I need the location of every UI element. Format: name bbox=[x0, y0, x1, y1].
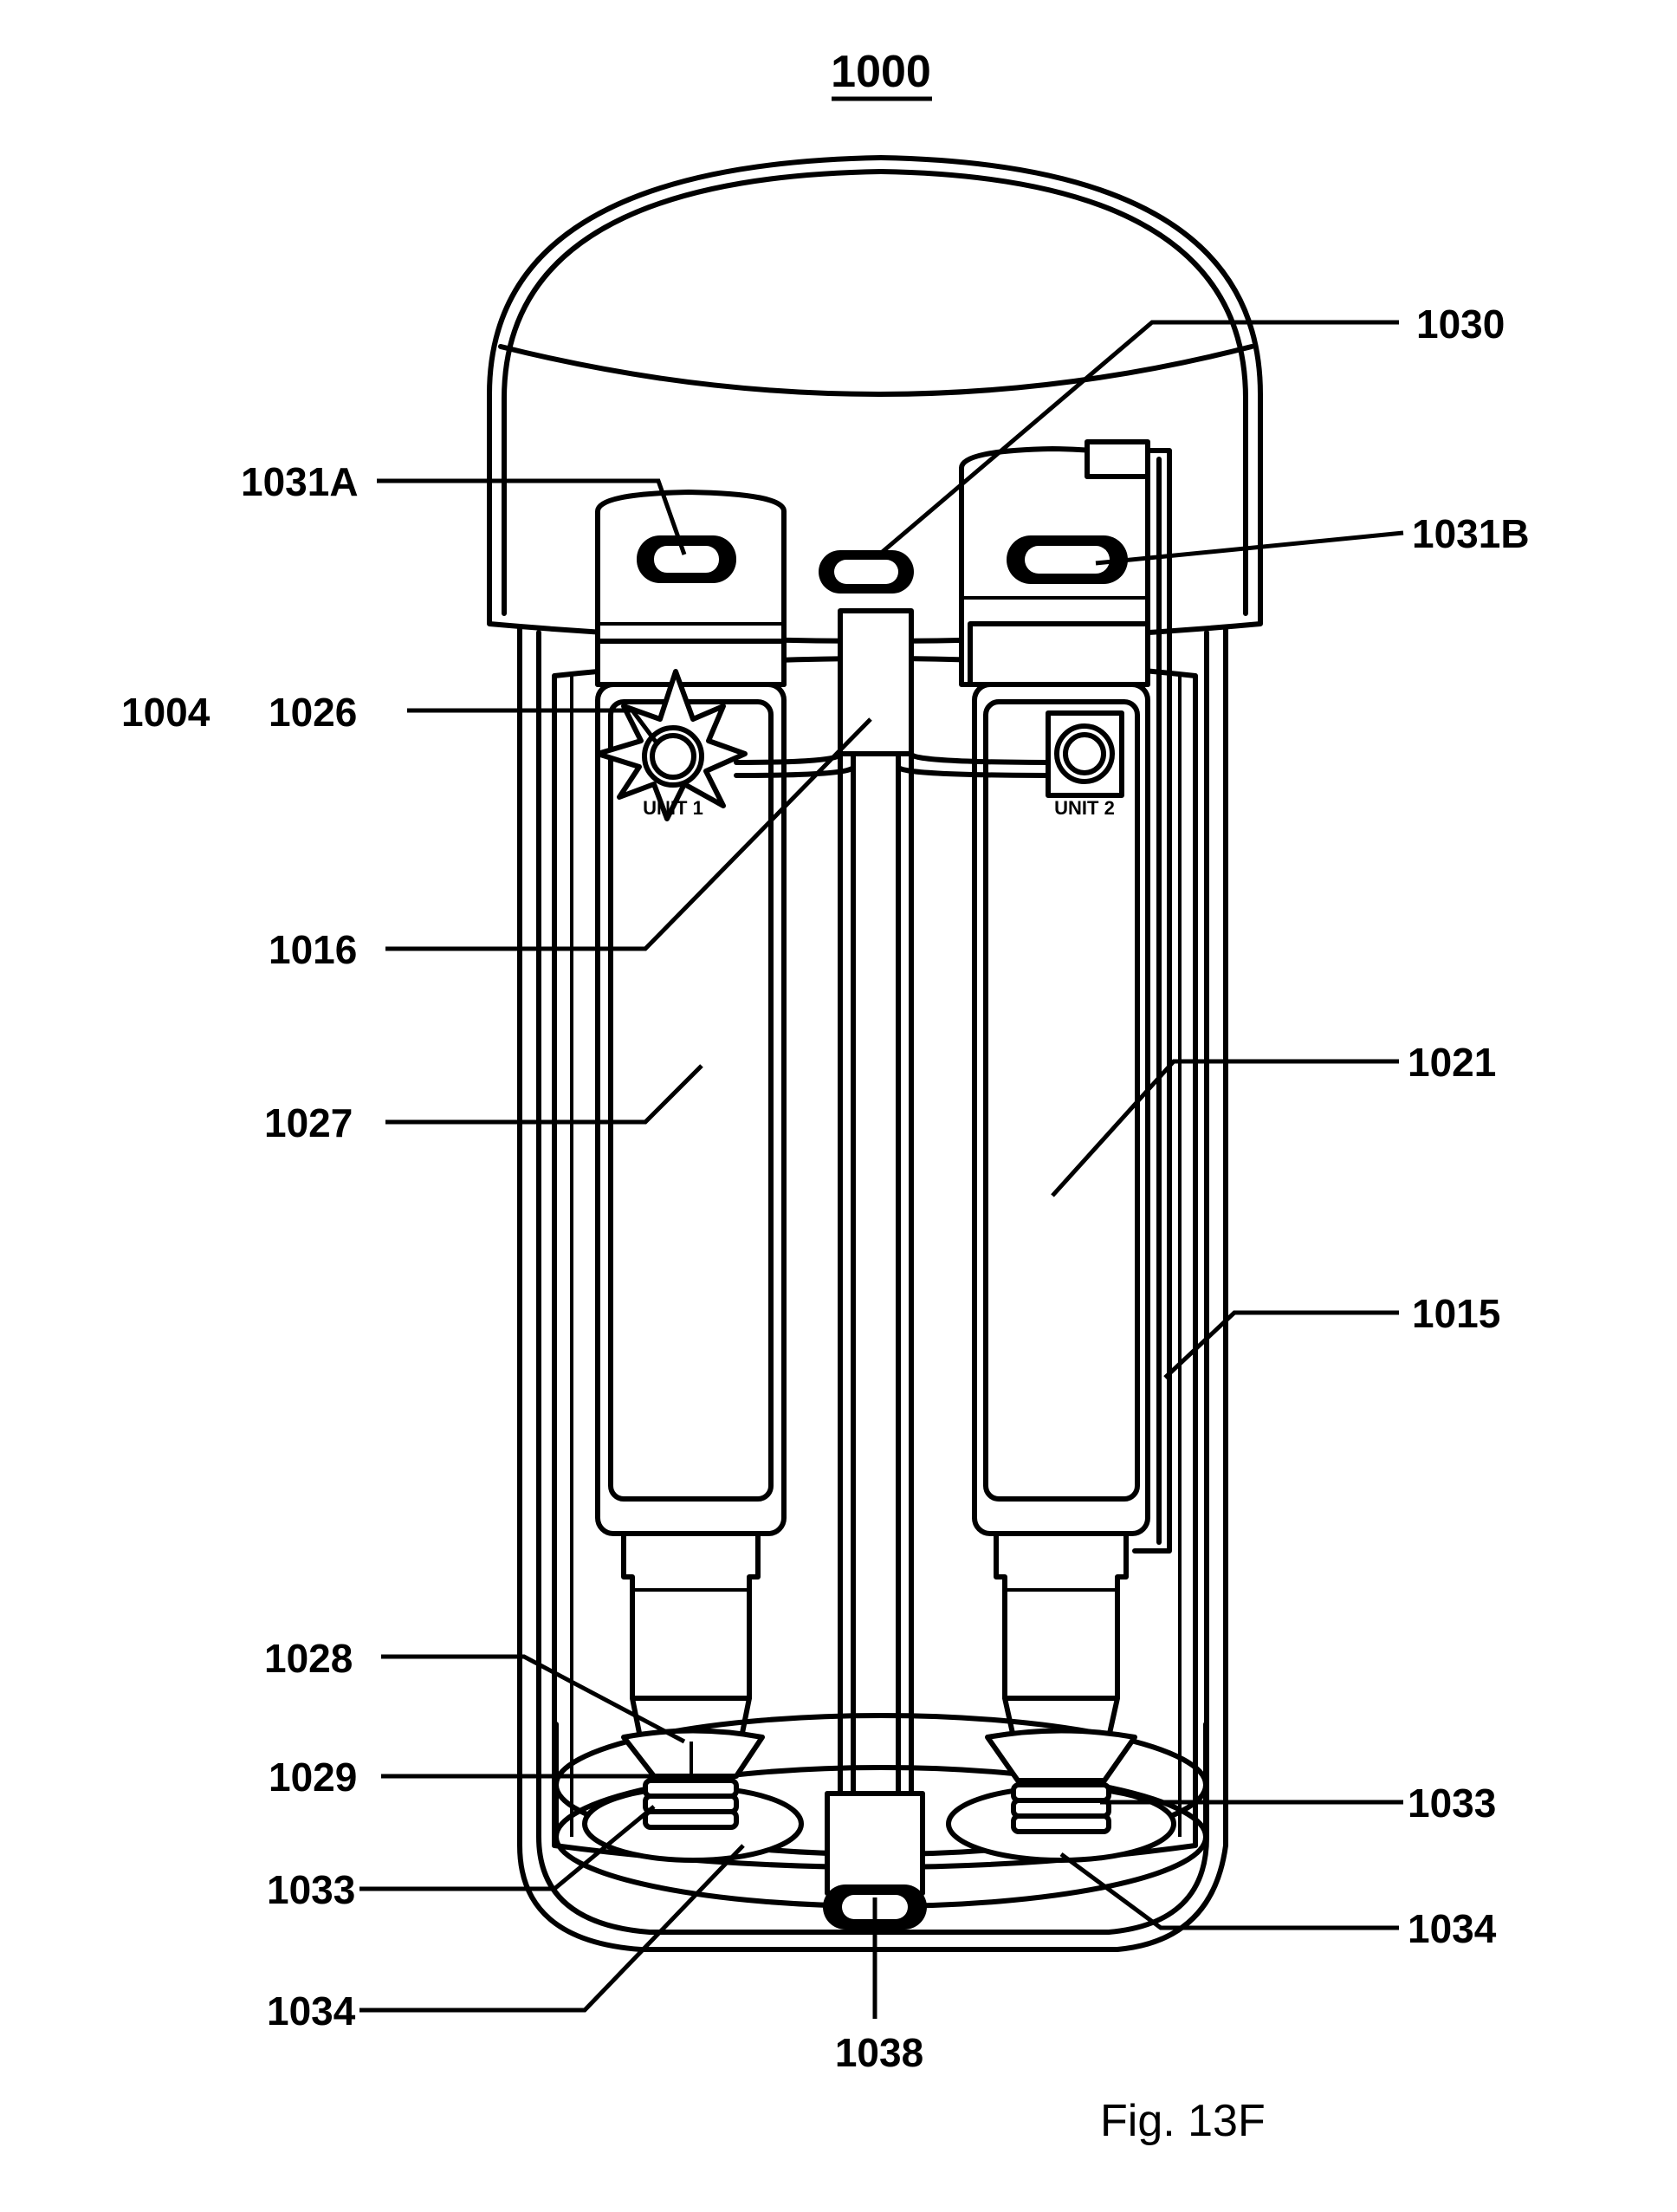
unit1-label: UNIT 1 bbox=[643, 797, 703, 819]
ref-1031b: 1031B bbox=[1412, 511, 1530, 556]
ref-1029: 1029 bbox=[269, 1755, 357, 1800]
button-1031a bbox=[637, 535, 736, 583]
left-injector-unit bbox=[598, 492, 784, 1768]
figure-caption: Fig. 13F bbox=[1100, 2096, 1266, 2146]
ref-1033-left: 1033 bbox=[267, 1867, 355, 1912]
ref-1027: 1027 bbox=[264, 1100, 353, 1145]
ref-1026: 1026 bbox=[269, 690, 357, 735]
ref-1004: 1004 bbox=[121, 690, 210, 735]
ref-1033-right: 1033 bbox=[1408, 1781, 1496, 1826]
ref-1038: 1038 bbox=[835, 2030, 923, 2075]
ref-1030: 1030 bbox=[1416, 302, 1505, 347]
ref-1016: 1016 bbox=[269, 927, 357, 972]
ref-1021: 1021 bbox=[1408, 1040, 1496, 1085]
ref-1034-right: 1034 bbox=[1408, 1906, 1497, 1951]
ref-1034-left: 1034 bbox=[267, 1988, 356, 2034]
unit2-label: UNIT 2 bbox=[1054, 797, 1115, 819]
button-1030 bbox=[819, 550, 914, 594]
unit2-indicator: UNIT 2 bbox=[1048, 713, 1122, 819]
ref-1028: 1028 bbox=[264, 1636, 353, 1681]
ref-1031a: 1031A bbox=[241, 459, 359, 504]
figure-title: 1000 bbox=[831, 47, 931, 97]
ref-1015: 1015 bbox=[1412, 1291, 1500, 1336]
